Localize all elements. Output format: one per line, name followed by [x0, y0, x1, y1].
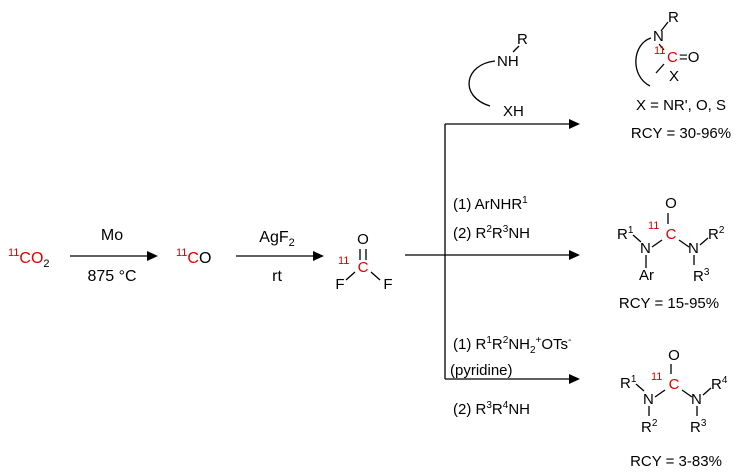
- route3-reagent1: (1) R1R2NH2+OTs-: [453, 335, 571, 356]
- route2-reagent2: (2) R2R3NH: [453, 224, 530, 242]
- route2-n1: N: [640, 240, 651, 257]
- route3-r4: R4: [711, 375, 728, 393]
- route2-rcy: RCY = 15-95%: [619, 295, 719, 312]
- route1-product: R N 11 C =O X X = NR', O, S RCY = 30-96%: [631, 9, 731, 142]
- route3-oxygen: O: [668, 347, 680, 364]
- route1-product-oxo: =O: [679, 49, 699, 66]
- route1-product-carbon: C: [667, 49, 678, 66]
- cof2-f-left: F: [335, 276, 344, 293]
- arrow-step2: [236, 251, 324, 261]
- route3-r1: R1: [620, 374, 637, 392]
- step2-reagent: AgF2: [259, 229, 294, 249]
- route2-r2: R2: [708, 225, 725, 243]
- cof2-f-right: F: [383, 276, 392, 293]
- route3-r2: R2: [641, 418, 658, 436]
- route3-isotope: 11: [651, 371, 662, 383]
- route3-r3: R3: [690, 418, 707, 436]
- route2-reagent1: (1) ArNHR1: [453, 195, 528, 213]
- route1-condition: X = NR', O, S: [636, 97, 726, 114]
- route1-product-x: X: [669, 68, 679, 85]
- route2-carbon: C: [666, 226, 677, 243]
- route2-r1: R1: [617, 225, 634, 243]
- route3-reagent2: (2) R3R4NH: [453, 400, 530, 418]
- branch-arrows: [405, 119, 580, 384]
- route1-reagent-xh: XH: [503, 103, 524, 120]
- route1-reagent-r: R: [517, 31, 528, 48]
- route2-ar: Ar: [639, 267, 654, 284]
- route2-product: R1 N Ar O 11 C N R2 R3 RCY = 15-95%: [617, 195, 725, 312]
- route3-rcy: RCY = 3-83%: [630, 453, 722, 470]
- route1-reagent-nh: NH: [497, 53, 519, 70]
- arrow-step1: [70, 251, 158, 261]
- intermediate-o: O: [199, 250, 211, 267]
- route1-product-r: R: [668, 9, 679, 26]
- route1-reagent: R NH XH: [468, 31, 528, 120]
- isotope-label: 11: [176, 247, 187, 259]
- carbonyl-fluoride: O 11 C F F: [335, 231, 392, 293]
- step2-condition: rt: [272, 268, 282, 285]
- route2-oxygen: O: [665, 195, 677, 212]
- route3-product: R1 N R2 O 11 C N R4 R3 RCY = 3-83%: [620, 347, 728, 470]
- svg-text:11CO: 11CO: [176, 247, 211, 267]
- route3-reagents: (1) R1R2NH2+OTs- (pyridine) (2) R3R4NH: [450, 335, 571, 418]
- start-subscript: 2: [43, 258, 49, 270]
- step1-reagent: Mo: [101, 227, 123, 244]
- route1-rcy: RCY = 30-96%: [631, 125, 731, 142]
- route1-product-isotope: 11: [654, 45, 665, 57]
- route3-carbon: C: [669, 376, 680, 393]
- route2-isotope: 11: [648, 220, 659, 232]
- route2-reagents: (1) ArNHR1 (2) R2R3NH: [453, 195, 530, 242]
- route1-product-n: N: [653, 28, 664, 45]
- isotope-label: 11: [8, 247, 19, 259]
- route2-n2: N: [688, 240, 699, 257]
- cof2-carbon: C: [358, 259, 369, 276]
- step1-condition: 875 °C: [87, 268, 136, 285]
- route3-n2: N: [691, 391, 702, 408]
- route3-additive: (pyridine): [450, 362, 513, 379]
- cof2-isotope: 11: [338, 255, 349, 267]
- start-material-co2: 11CO2: [8, 247, 50, 270]
- intermediate-c: C: [187, 250, 199, 267]
- start-formula: CO: [19, 250, 43, 267]
- intermediate-co: 11CO: [176, 247, 211, 267]
- svg-text:11CO2: 11CO2: [8, 247, 50, 270]
- cof2-oxygen: O: [357, 231, 369, 248]
- route3-n1: N: [643, 391, 654, 408]
- route2-r3: R3: [693, 267, 710, 285]
